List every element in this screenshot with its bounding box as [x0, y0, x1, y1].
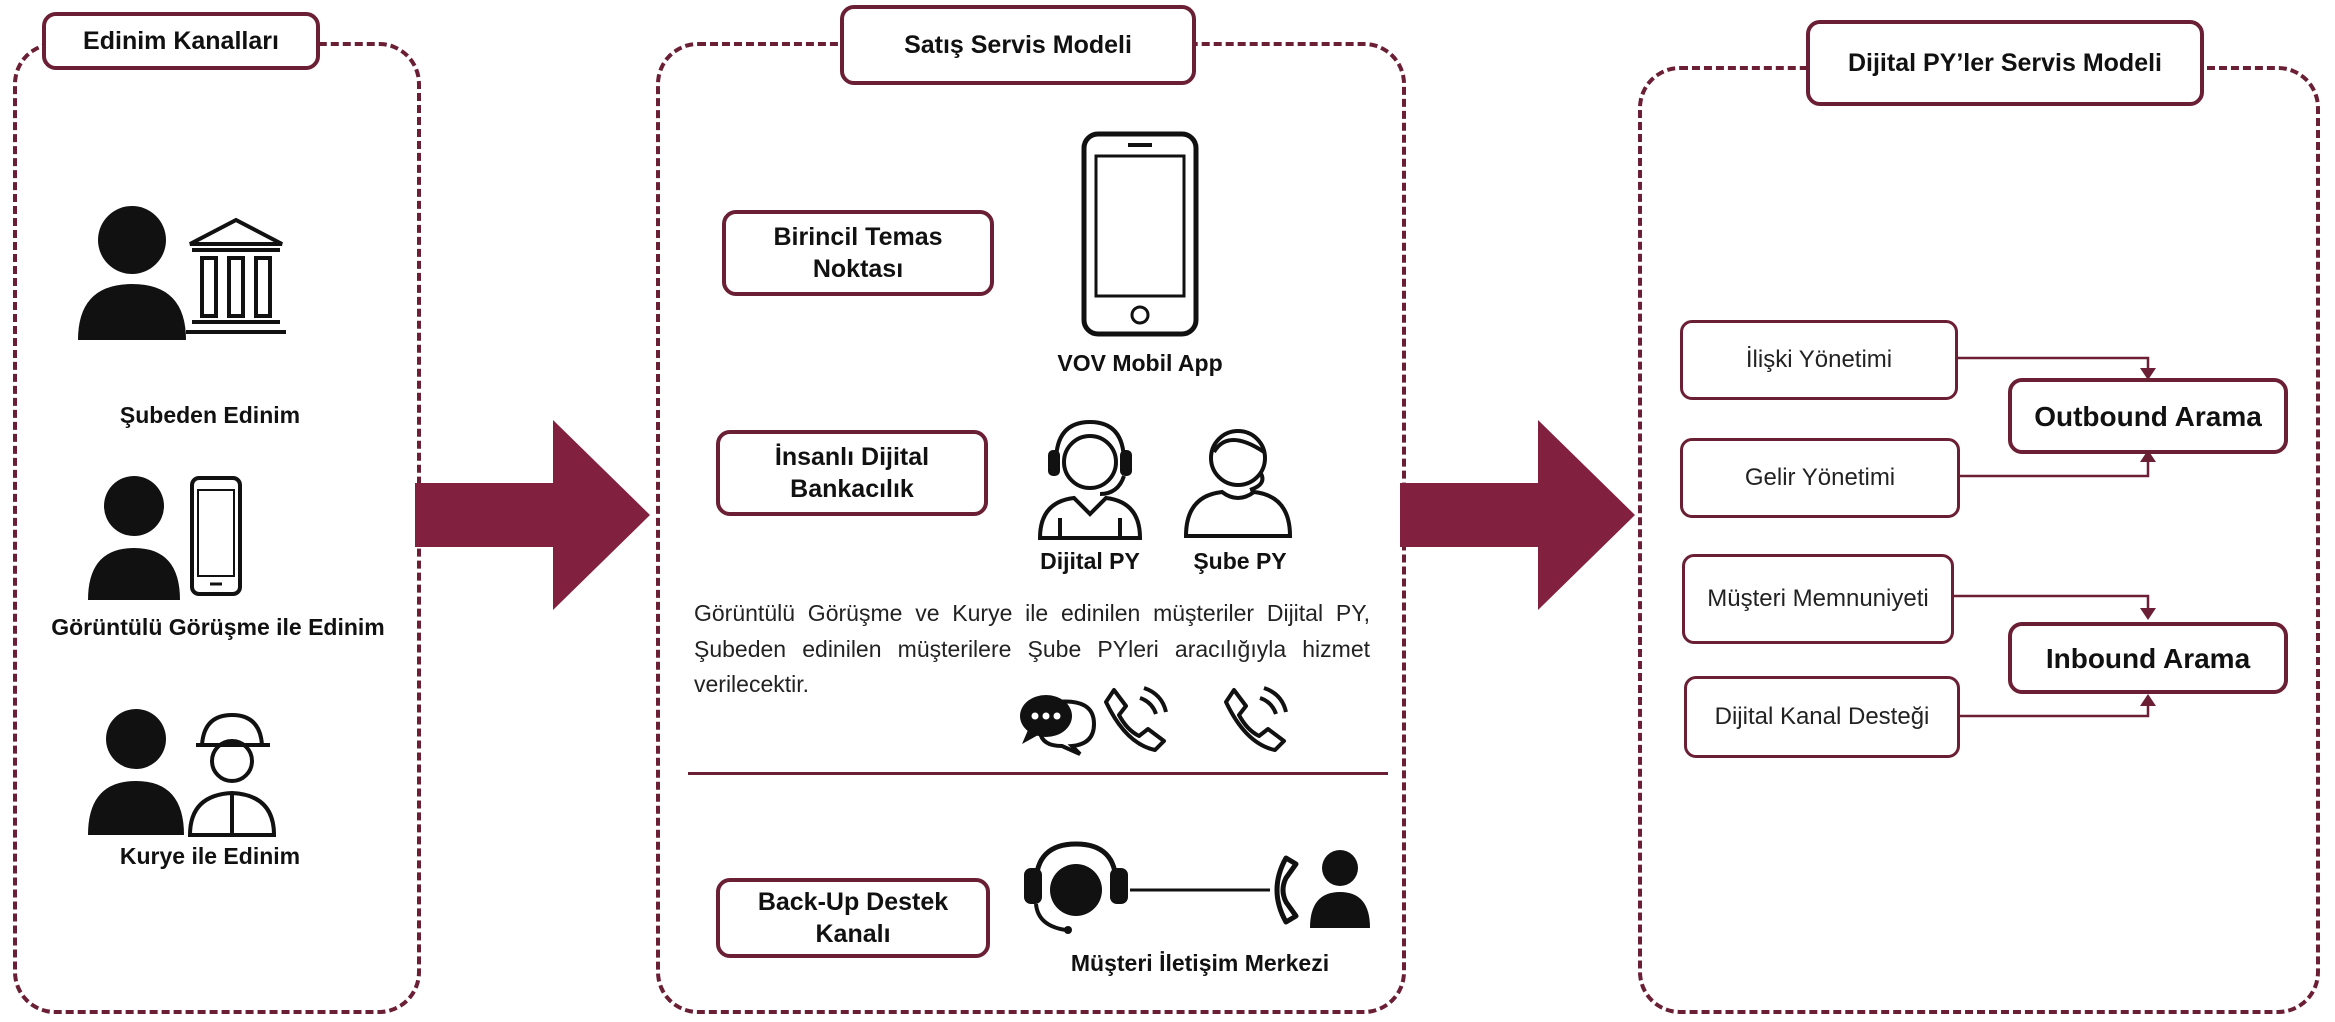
input-relationship-management: İlişki Yönetimi [1680, 320, 1958, 400]
caption-digital-py: Dijital PY [1040, 548, 1140, 574]
target-inbound-call: Inbound Arama [2008, 622, 2288, 694]
chat-bubbles-icon [1020, 695, 1097, 756]
caption-mobile-app: VOV Mobil App [1057, 350, 1223, 376]
service-description: Görüntülü Görüşme ve Kurye ile edinilen … [694, 600, 1370, 698]
channel-label-video: Görüntülü Görüşme ile Edinim [51, 614, 385, 640]
person-phone-icon [88, 476, 242, 600]
phone-call-icon-branch [1224, 686, 1288, 752]
headset-call-center-icon [1024, 841, 1370, 934]
panel-title-acquisition: Edinim Kanalları [42, 12, 320, 70]
panel-title-sales-service: Satış Servis Modeli [840, 5, 1196, 85]
flow-arrow-icon-2 [1400, 420, 1635, 610]
tag-primary-contact: Birincil Temas Noktası [722, 210, 994, 296]
input-customer-satisfaction: Müşteri Memnuniyeti [1682, 554, 1954, 644]
channel-label-branch: Şubeden Edinim [119, 402, 301, 428]
digital-py-headset-icon [1037, 419, 1143, 540]
caption-call-center: Müşteri İletişim Merkezi [1070, 950, 1330, 976]
input-revenue-management: Gelir Yönetimi [1680, 438, 1960, 518]
branch-py-icon [1183, 429, 1293, 538]
phone-call-icon [1104, 686, 1168, 752]
channel-label-courier: Kurye ile Edinim [119, 843, 301, 869]
section-divider [688, 772, 1388, 775]
input-digital-channel-support: Dijital Kanal Desteği [1684, 676, 1960, 758]
target-outbound-call: Outbound Arama [2008, 378, 2288, 454]
person-courier-icon [88, 709, 277, 837]
person-bank-icon [78, 206, 286, 340]
tag-human-digital-banking: İnsanlı Dijital Bankacılık [716, 430, 988, 516]
mobile-phone-icon [1081, 131, 1199, 337]
flow-arrow-icon [415, 420, 650, 610]
tag-backup-support-channel: Back-Up Destek Kanalı [716, 878, 990, 958]
panel-title-digital-py: Dijital PY’ler Servis Modeli [1806, 20, 2204, 106]
caption-branch-py: Şube PY [1193, 548, 1287, 574]
